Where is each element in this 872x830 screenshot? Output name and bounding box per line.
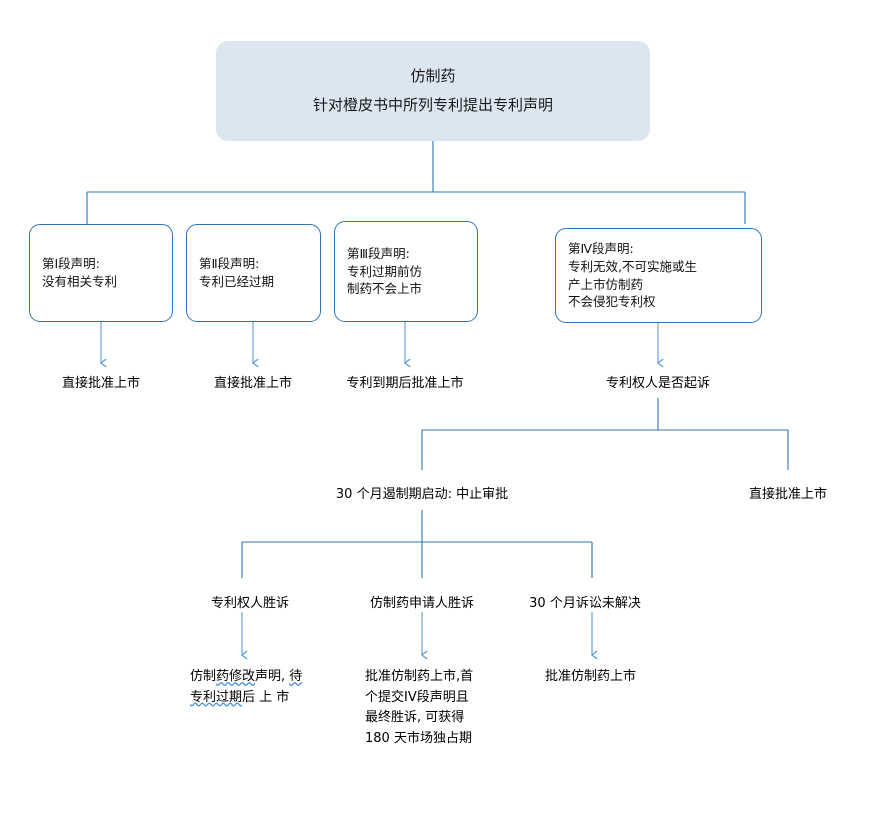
node-paragraph-ii[interactable]: 第Ⅱ段声明: 专利已经过期 bbox=[186, 224, 321, 322]
tier1-distribution bbox=[86, 141, 746, 224]
outcome-unresolved-30m: 批准仿制药上市 bbox=[545, 669, 637, 684]
node-paragraph-iii[interactable]: 第Ⅲ段声明: 专利过期前仿 制药不会上市 bbox=[334, 221, 478, 322]
node-paragraph-iv[interactable]: 第Ⅳ段声明: 专利无效,不可实施或生 产上市仿制药 不会侵犯专利权 bbox=[555, 228, 762, 323]
outcome-seg-1: 仿制 bbox=[190, 669, 217, 684]
root-line-1: 仿制药 bbox=[410, 66, 456, 85]
paragraph-iv-line-4: 不会侵犯专利权 bbox=[568, 294, 656, 310]
paragraph-iii-line-1: 第Ⅲ段声明: bbox=[347, 245, 410, 261]
paragraph-i-line-2: 没有相关专利 bbox=[42, 274, 118, 289]
root-line-2: 针对橙皮书中所列专利提出专利声明 bbox=[312, 96, 553, 114]
outcome-seg-3: 声明, bbox=[255, 669, 290, 684]
root-node[interactable]: 仿制药 针对橙皮书中所列专利提出专利声明 bbox=[216, 41, 650, 141]
paragraph-iv-line-1: 第Ⅳ段声明: bbox=[568, 241, 634, 256]
tier3-outcome-arrows bbox=[241, 612, 598, 660]
paragraph-iii-line-2: 专利过期前仿 bbox=[347, 263, 423, 279]
paragraph-ii-line-2: 专利已经过期 bbox=[199, 274, 275, 289]
outcome-paragraph-iii: 专利到期后批准上市 bbox=[346, 376, 464, 391]
paragraph-i-line-1: 第Ⅰ段声明: bbox=[42, 256, 100, 272]
label-applicant-wins: 仿制药申请人胜诉 bbox=[369, 596, 475, 611]
outcome-patentee-wins: 仿制药修改声明, 待专利过期后 上 市 bbox=[190, 667, 308, 708]
label-stay-of-approval: 30 个月遏制期启动: 中止审批 bbox=[335, 487, 509, 502]
tier2-distribution bbox=[421, 398, 789, 470]
label-unresolved-30m: 30 个月诉讼未解决 bbox=[529, 596, 641, 611]
tier1-outcome-arrows bbox=[100, 322, 664, 368]
node-paragraph-i[interactable]: 第Ⅰ段声明: 没有相关专利 bbox=[29, 224, 173, 322]
paragraph-iv-line-2: 专利无效,不可实施或生 bbox=[568, 258, 697, 274]
outcome-seg-4-flagged: 待专利过期 bbox=[190, 669, 303, 705]
outcome-paragraph-ii: 直接批准上市 bbox=[213, 376, 293, 391]
tier3-distribution bbox=[241, 510, 593, 578]
paragraph-iv-line-3: 产上市仿制药 bbox=[568, 276, 644, 292]
outcome-seg-2-flagged: 药修改 bbox=[216, 669, 256, 684]
outcome-paragraph-i: 直接批准上市 bbox=[61, 376, 141, 391]
outcome-paragraph-iv: 专利权人是否起诉 bbox=[605, 376, 711, 391]
outcome-applicant-wins: 批准仿制药上市,首个提交IV段声明且最终胜诉, 可获得 180 天市场独占期 bbox=[365, 669, 474, 746]
paragraph-ii-line-1: 第Ⅱ段声明: bbox=[199, 256, 260, 272]
outcome-seg-5: 后 上 市 bbox=[242, 689, 290, 705]
label-no-suit-approval: 直接批准上市 bbox=[748, 487, 828, 502]
paragraph-iii-line-3: 制药不会上市 bbox=[347, 281, 423, 297]
label-patentee-wins: 专利权人胜诉 bbox=[210, 596, 290, 611]
